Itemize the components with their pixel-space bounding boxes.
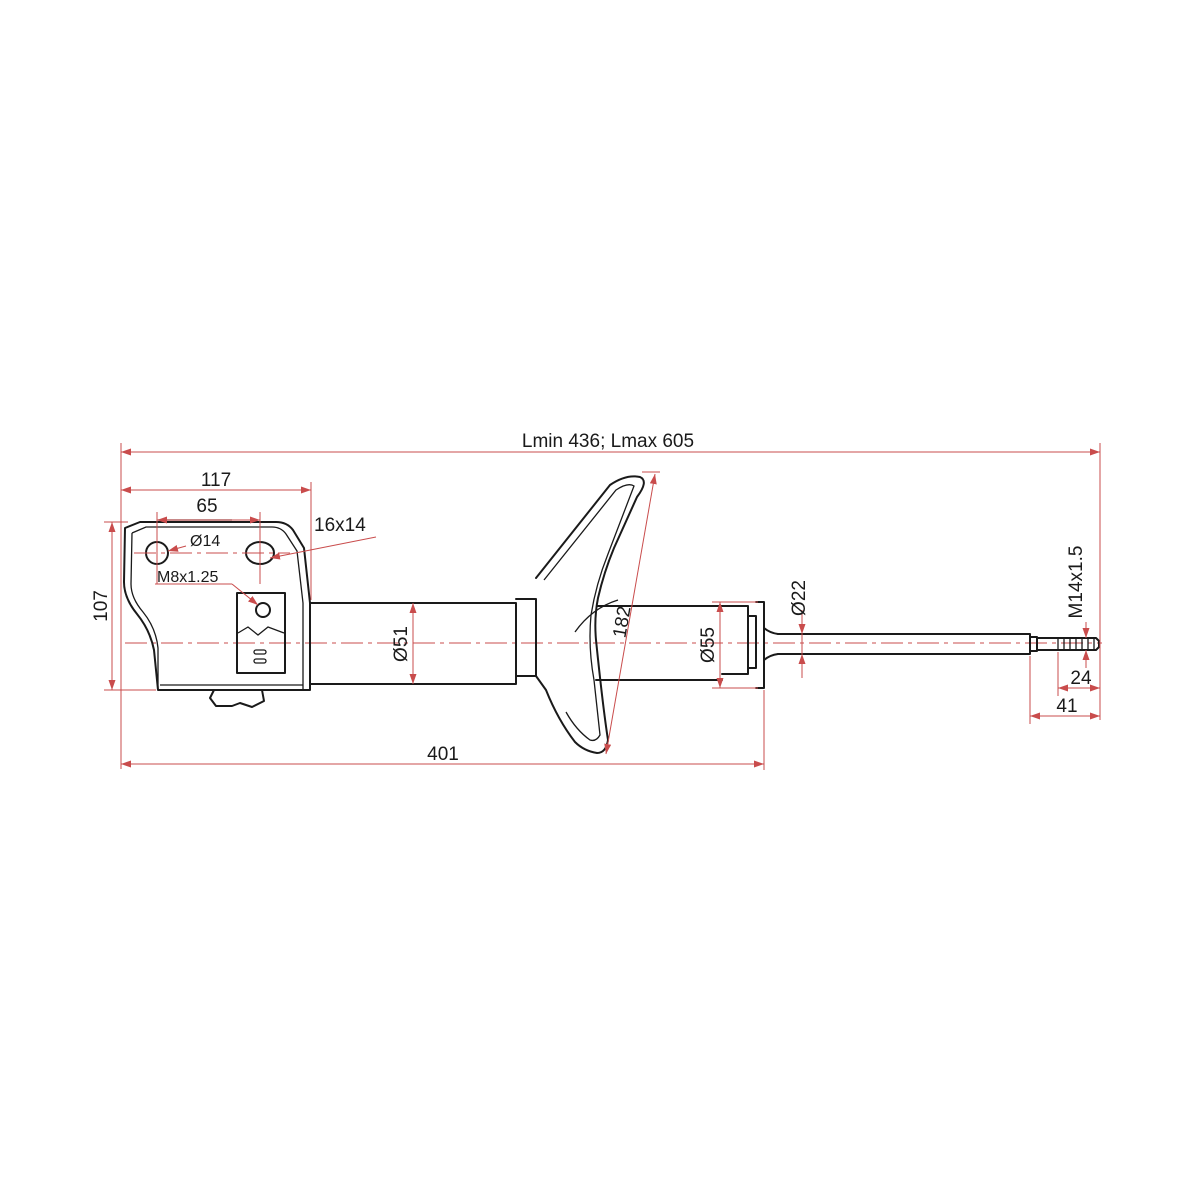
overall-length-label: Lmin 436; Lmax 605 (522, 431, 694, 452)
bracket-inner-flange (130, 532, 159, 690)
hole-diameter-label: Ø14 (190, 533, 220, 550)
collar (721, 605, 749, 675)
hole-leader (167, 544, 187, 552)
collar-diameter-label: Ø55 (698, 627, 719, 663)
bolt-thread-label: M8x1.25 (157, 569, 218, 586)
thread-hatching (1057, 638, 1095, 650)
thread-length-label: 24 (1070, 668, 1092, 689)
clamp-plate (236, 592, 286, 674)
mounting-bracket (123, 521, 311, 691)
bolt-thread-leader-2 (231, 583, 259, 606)
dimension-lines (104, 443, 1101, 770)
spring-seat-label: 182 (609, 605, 635, 640)
seal-neck (763, 627, 779, 661)
rod-end-label: 41 (1056, 696, 1077, 717)
collar-cap (755, 601, 765, 689)
clamp-slot-top (253, 649, 267, 655)
rod-thread-label: M14x1.5 (1066, 546, 1087, 619)
spring-seat-hub (515, 598, 537, 677)
hose-tab (209, 689, 265, 708)
clamp-bend (237, 626, 285, 636)
bracket-width-label: 117 (201, 470, 231, 491)
bolt-hole (255, 602, 271, 618)
collar-ring (747, 615, 757, 669)
slot-size-label: 16x14 (314, 515, 366, 536)
piston-rod (777, 633, 1031, 655)
body-length-label: 401 (427, 744, 459, 765)
dimension-labels: Lmin 436; Lmax 605 117 65 Ø14 16x14 M8x1… (91, 431, 1092, 765)
hole-spacing-label: 65 (196, 496, 217, 517)
bracket-height-label: 107 (91, 590, 112, 622)
slot-leader (269, 536, 377, 560)
bracket-inner-edge (131, 526, 304, 690)
spring-seat-dimension (604, 473, 657, 755)
body-diameter-label: Ø51 (391, 626, 412, 662)
rod-diameter-label: Ø22 (789, 580, 810, 616)
clamp-slot-bottom (253, 658, 267, 664)
